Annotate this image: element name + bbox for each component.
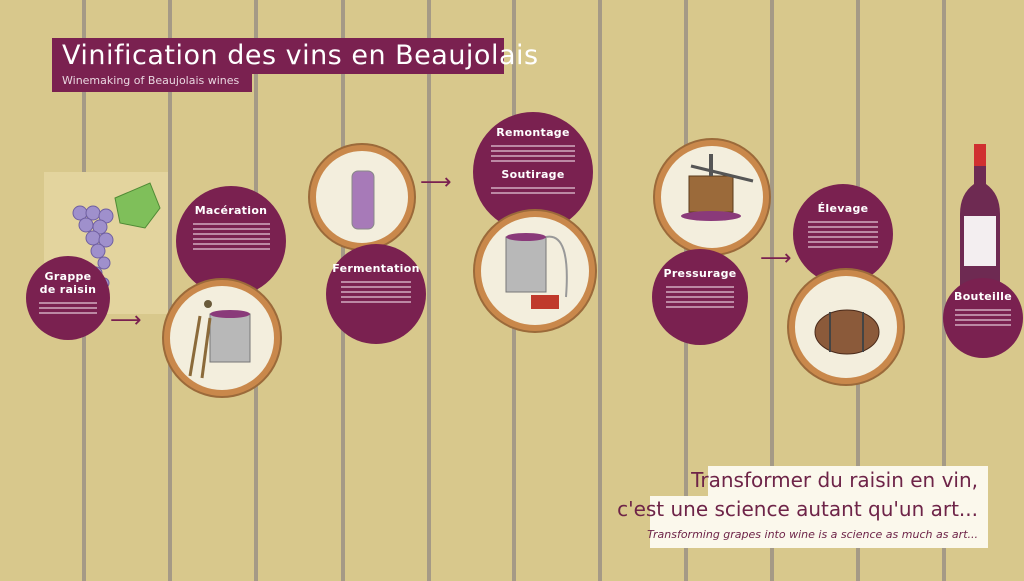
step-title: Pressurage	[663, 267, 737, 280]
wine-bottle-icon	[960, 144, 1000, 289]
test-tube-icon	[310, 145, 414, 249]
arrow-icon: ⟶	[110, 308, 142, 333]
step-title: Remontage	[496, 126, 570, 139]
step-title: Bouteille	[954, 290, 1012, 303]
arrow-icon: ⟶	[420, 170, 452, 195]
step-title: Macération	[194, 204, 268, 217]
quote-box	[650, 496, 988, 548]
step-pressurage: Pressurage	[652, 249, 748, 345]
barrel-icon	[789, 270, 903, 384]
vat-ladder-icon	[164, 280, 280, 396]
step-title: Élevage	[817, 202, 869, 215]
step-title: Fermentation	[332, 262, 420, 275]
subtitle-banner	[52, 72, 252, 92]
quote-line-1: Transformer du raisin en vin,	[691, 468, 978, 492]
wine-press-icon	[655, 140, 769, 254]
title-banner	[52, 38, 504, 74]
step-elevage: Élevage	[793, 184, 893, 284]
page-subtitle: Winemaking of Beaujolais wines	[62, 74, 240, 87]
page-title: Vinification des vins en Beaujolais	[62, 40, 539, 71]
tank-pump-icon	[475, 211, 595, 331]
quote-line-2: c'est une science autant qu'un art...	[617, 497, 978, 521]
step-title: Soutirage	[501, 168, 565, 181]
step-title: Grappe de raisin	[39, 270, 97, 296]
step-maceration: Macération	[176, 186, 286, 296]
step-remontage: Remontage Soutirage	[473, 112, 593, 232]
step-fermentation: Fermentation	[326, 244, 426, 344]
quote-box	[708, 466, 988, 496]
grape-icon	[72, 182, 161, 289]
arrow-icon: ⟶	[760, 246, 792, 271]
quote-translation: Transforming grapes into wine is a scien…	[647, 528, 978, 541]
step-bouteille: Bouteille	[943, 278, 1023, 358]
step-grappe: Grappe de raisin	[26, 256, 110, 340]
